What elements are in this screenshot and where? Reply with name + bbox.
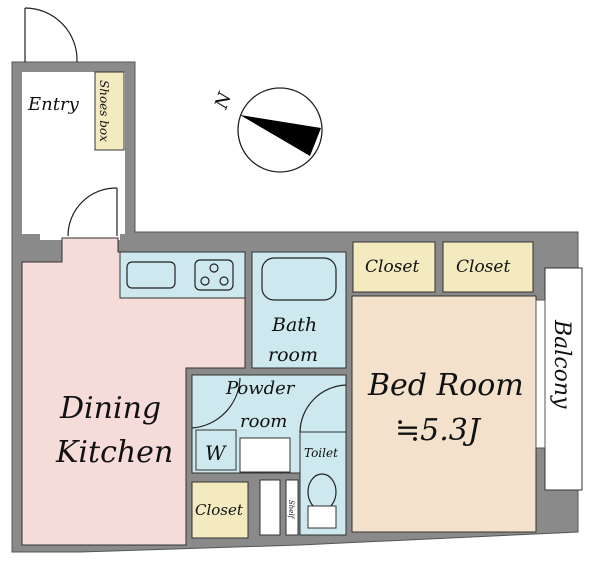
- sink-icon: [126, 261, 176, 289]
- powder-label: Powder: [225, 378, 296, 399]
- compass-icon: N: [211, 87, 323, 173]
- closet-top-2: [442, 241, 534, 293]
- toilet-door[interactable]: [299, 384, 347, 433]
- stove-icon: [194, 259, 234, 291]
- washer-space: [195, 429, 237, 471]
- kitchen-label: Kitchen: [55, 435, 173, 470]
- closet-top-1: [352, 241, 436, 293]
- toilet-tank-icon: [307, 505, 337, 529]
- shelf-label: Shelf: [287, 500, 295, 520]
- balcony: [544, 267, 583, 491]
- closet-left-label: Closet: [195, 501, 244, 519]
- kitchen-counter: [119, 251, 246, 299]
- bedroom-label: Bed Room: [367, 368, 524, 403]
- toilet-label: Toilet: [304, 446, 338, 460]
- shoes-box-label: Shoes box: [97, 80, 111, 142]
- powder-room-label: room: [240, 411, 287, 432]
- closet-top-1-label: Closet: [365, 257, 419, 277]
- powder-room-door[interactable]: [191, 377, 241, 429]
- balcony-label: Balcony: [549, 319, 574, 409]
- balcony-window: [535, 299, 546, 449]
- dining-label: Dining: [59, 391, 161, 426]
- bath-room-label: room: [268, 344, 318, 366]
- entry-label: Entry: [27, 94, 80, 115]
- burner-icon: [209, 263, 219, 273]
- compass-needle-icon: [240, 115, 321, 156]
- entry-floor-extension: [40, 210, 120, 240]
- front-door[interactable]: [24, 7, 78, 63]
- bathtub-icon: [261, 257, 337, 301]
- washbasin-icon: [239, 437, 291, 473]
- bath-label: Bath: [271, 314, 317, 336]
- shoes-box: [94, 71, 125, 151]
- compass-north-label: N: [211, 89, 237, 113]
- washer-label: W: [205, 441, 227, 465]
- bedroom-size: ≒5.3J: [395, 413, 482, 448]
- entry-door[interactable]: [67, 187, 118, 237]
- shelf: [285, 479, 299, 536]
- bathroom-floor: [251, 251, 347, 369]
- burner-icon: [219, 276, 229, 286]
- closet-left: [191, 481, 249, 539]
- storage-space: [259, 479, 281, 536]
- burner-icon: [200, 276, 210, 286]
- closet-top-2-label: Closet: [456, 257, 510, 277]
